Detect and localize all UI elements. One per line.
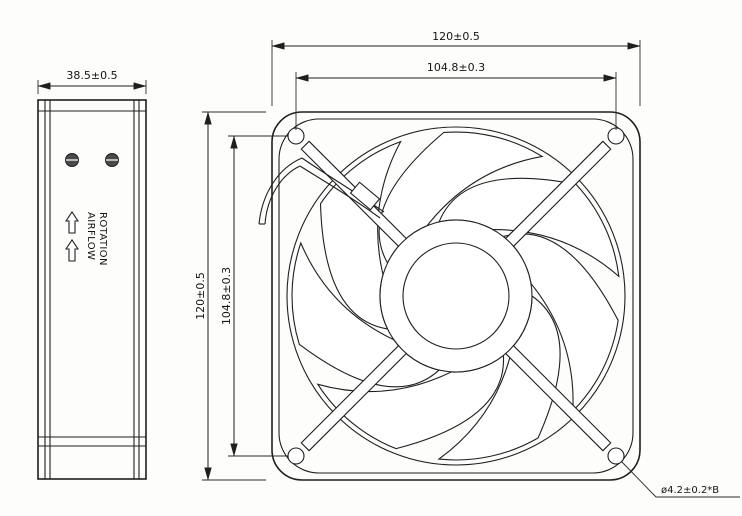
cable-line [299, 165, 381, 219]
mounting-hole [607, 447, 625, 465]
hole-size-note: ø4.2±0.2*B [620, 460, 740, 498]
cable-line [258, 157, 303, 225]
mounting-hole [287, 127, 305, 145]
screw-icon [105, 153, 119, 167]
side-view-outline [37, 99, 147, 480]
rotation-label: ROTATION [97, 212, 108, 266]
side-view: AIRFLOW ROTATION 38.5±0.5 [37, 69, 147, 480]
screw-icon [65, 153, 79, 167]
mounting-hole [607, 127, 625, 145]
hole-size-note-text: ø4.2±0.2*B [661, 485, 719, 496]
mounting-hole [287, 447, 305, 465]
hub-inner-circle [402, 242, 510, 350]
airflow-arrow-icon [64, 211, 80, 234]
width-dimension: 120±0.5 [271, 30, 641, 106]
width-dimension-text: 120±0.5 [432, 30, 480, 43]
hole-spacing-horizontal-dimension: 104.8±0.3 [295, 61, 617, 130]
hole-spacing-horizontal-text: 104.8±0.3 [427, 61, 485, 74]
height-dimension-text: 120±0.5 [194, 272, 207, 320]
cable-line [264, 165, 301, 225]
rotation-arrow-icon [64, 239, 80, 262]
airflow-label: AIRFLOW [85, 212, 96, 260]
height-dimension: 120±0.5 [194, 111, 266, 481]
depth-dimension: 38.5±0.5 [37, 69, 147, 94]
leader-line [620, 460, 657, 498]
hole-spacing-vertical-dimension: 104.8±0.3 [220, 135, 288, 457]
front-frame-inner-line [278, 118, 634, 474]
front-frame-outline [271, 111, 641, 481]
strain-relief [349, 181, 381, 211]
front-view: 120±0.5 104.8±0.3 120±0.5 104.8±0.3 [194, 30, 740, 498]
power-cable [258, 157, 385, 225]
hole-spacing-vertical-text: 104.8±0.3 [220, 267, 233, 325]
depth-dimension-text: 38.5±0.5 [66, 69, 117, 82]
fan-opening-circle [286, 126, 626, 466]
